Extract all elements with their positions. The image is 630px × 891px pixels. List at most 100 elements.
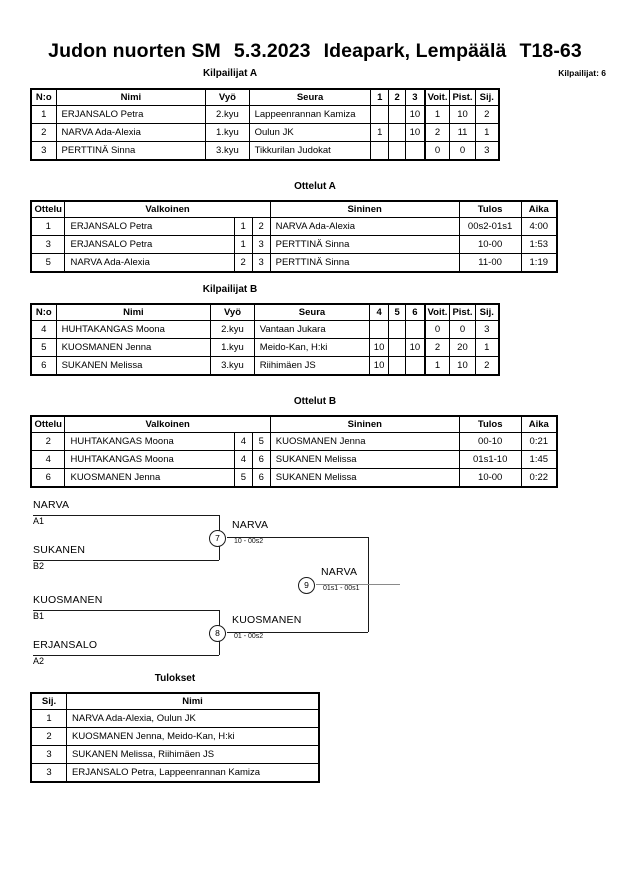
pool-a-table: N:o Nimi Vyö Seura 1 2 3 Voit. Pist. Sij… — [30, 88, 500, 161]
cell-score — [370, 141, 390, 161]
bracket-entry-seed: A1 — [33, 516, 45, 526]
cell-time: 4:00 — [520, 217, 558, 236]
col-wins: Voit. — [424, 303, 451, 321]
cell-score — [388, 141, 407, 161]
col-opp-1: 1 — [370, 88, 390, 106]
cell-rank: 1 — [474, 123, 500, 142]
table-row: 2 HUHTAKANGAS Moona 4 5 KUOSMANEN Jenna … — [30, 432, 558, 451]
cell-blue: PERTTINÄ Sinna — [269, 235, 460, 254]
cell-score — [405, 320, 426, 339]
cell-no: 3 — [30, 141, 57, 161]
cell-match-no: 5 — [30, 253, 66, 273]
cell-blue-no: 6 — [251, 468, 271, 488]
table-row: 6 SUKANEN Melissa 3.kyu Riihimäen JS 10 … — [30, 356, 500, 376]
cell-blue: PERTTINÄ Sinna — [269, 253, 460, 273]
table-row: 2 NARVA Ada-Alexia 1.kyu Oulun JK 1 10 2… — [30, 123, 500, 142]
matches-a-table: Ottelu Valkoinen Sininen Tulos Aika 1 ER… — [30, 200, 558, 273]
cell-wins: 1 — [424, 105, 451, 124]
competitors-count: Kilpailijat: 6 — [558, 68, 606, 78]
col-time: Aika — [520, 415, 558, 433]
cell-white-no: 2 — [233, 253, 253, 273]
cell-points: 0 — [449, 141, 476, 161]
bracket-final-score: 01s1 - 00s1 — [323, 585, 360, 592]
table-row: 1 NARVA Ada-Alexia, Oulun JK — [30, 709, 320, 728]
cell-belt: 3.kyu — [210, 356, 255, 376]
cell-time: 1:45 — [520, 450, 558, 469]
table-row: 5 KUOSMANEN Jenna 1.kyu Meido-Kan, H:ki … — [30, 338, 500, 357]
cell-white: HUHTAKANGAS Moona — [64, 432, 235, 451]
cell-white: KUOSMANEN Jenna — [64, 468, 235, 488]
cell-club: Oulun JK — [248, 123, 372, 142]
cell-match-no: 1 — [30, 217, 66, 236]
cell-rank: 2 — [30, 727, 68, 746]
col-belt: Vyö — [210, 303, 255, 321]
table-row: 3 PERTTINÄ Sinna 3.kyu Tikkurilan Judoka… — [30, 141, 500, 161]
bracket-entry-name: NARVA — [33, 499, 70, 511]
cell-white-no: 1 — [233, 217, 253, 236]
col-name: Nimi — [66, 692, 320, 710]
cell-club: Lappeenrannan Kamiza — [248, 105, 372, 124]
cell-blue: KUOSMANEN Jenna — [269, 432, 460, 451]
cell-score — [387, 356, 407, 376]
pool-b-header-row: N:o Nimi Vyö Seura 4 5 6 Voit. Pist. Sij… — [30, 303, 500, 321]
matches-b-table: Ottelu Valkoinen Sininen Tulos Aika 2 HU… — [30, 415, 558, 488]
table-row: 2 KUOSMANEN Jenna, Meido-Kan, H:ki — [30, 727, 320, 746]
cell-blue-no: 3 — [251, 235, 271, 254]
cell-score — [388, 105, 407, 124]
cell-no: 4 — [30, 320, 57, 339]
bracket-entry-seed: A2 — [33, 656, 45, 666]
cell-white: ERJANSALO Petra — [64, 235, 235, 254]
cell-rank: 1 — [474, 338, 500, 357]
cell-blue: SUKANEN Melissa — [269, 468, 460, 488]
cell-name: NARVA Ada-Alexia, Oulun JK — [66, 709, 320, 728]
bracket-final-winner-name: NARVA — [321, 566, 358, 578]
col-points: Pist. — [449, 88, 476, 106]
cell-club: Tikkurilan Judokat — [248, 141, 372, 161]
cell-white: NARVA Ada-Alexia — [64, 253, 235, 273]
col-time: Aika — [520, 200, 558, 218]
cell-name: ERJANSALO Petra — [55, 105, 207, 124]
cell-points: 10 — [449, 356, 476, 376]
title-date: 5.3.2023 — [233, 40, 311, 62]
col-name: Nimi — [55, 303, 212, 321]
cell-time: 0:22 — [520, 468, 558, 488]
bracket-entry-name: KUOSMANEN — [33, 594, 103, 606]
cell-score — [405, 356, 426, 376]
bracket-line — [33, 515, 219, 516]
cell-club: Vantaan Jukara — [253, 320, 371, 339]
cell-score: 10 — [369, 338, 389, 357]
cell-rank: 3 — [30, 745, 68, 764]
cell-white-no: 1 — [233, 235, 253, 254]
cell-blue-no: 6 — [251, 450, 271, 469]
cell-white-no: 4 — [233, 432, 253, 451]
cell-result: 00-10 — [458, 432, 522, 451]
cell-wins: 0 — [424, 141, 451, 161]
cell-result: 10-00 — [458, 468, 522, 488]
cell-score: 10 — [405, 123, 426, 142]
cell-blue-no: 3 — [251, 253, 271, 273]
cell-name: ERJANSALO Petra, Lappeenrannan Kamiza — [66, 763, 320, 783]
cell-result: 01s1-10 — [458, 450, 522, 469]
cell-rank: 3 — [30, 763, 68, 783]
matches-b-heading: Ottelut B — [293, 396, 337, 407]
cell-points: 20 — [449, 338, 476, 357]
cell-result: 11-00 — [458, 253, 522, 273]
bracket-winner-name: KUOSMANEN — [232, 614, 302, 626]
results-header-row: Sij. Nimi — [30, 692, 320, 710]
cell-white: ERJANSALO Petra — [64, 217, 235, 236]
col-opp-5: 5 — [387, 303, 407, 321]
cell-score — [369, 320, 389, 339]
matches-a-heading: Ottelut A — [294, 181, 336, 192]
cell-match-no: 3 — [30, 235, 66, 254]
cell-no: 5 — [30, 338, 57, 357]
col-opp-4: 4 — [369, 303, 389, 321]
title-venue: Ideapark, Lempäälä — [323, 40, 507, 62]
cell-blue: NARVA Ada-Alexia — [269, 217, 460, 236]
col-rank: Sij. — [474, 303, 500, 321]
cell-name: KUOSMANEN Jenna — [55, 338, 212, 357]
cell-score — [405, 141, 426, 161]
bracket-line — [33, 560, 219, 561]
bracket-entry-name: SUKANEN — [33, 544, 86, 556]
col-belt: Vyö — [205, 88, 250, 106]
